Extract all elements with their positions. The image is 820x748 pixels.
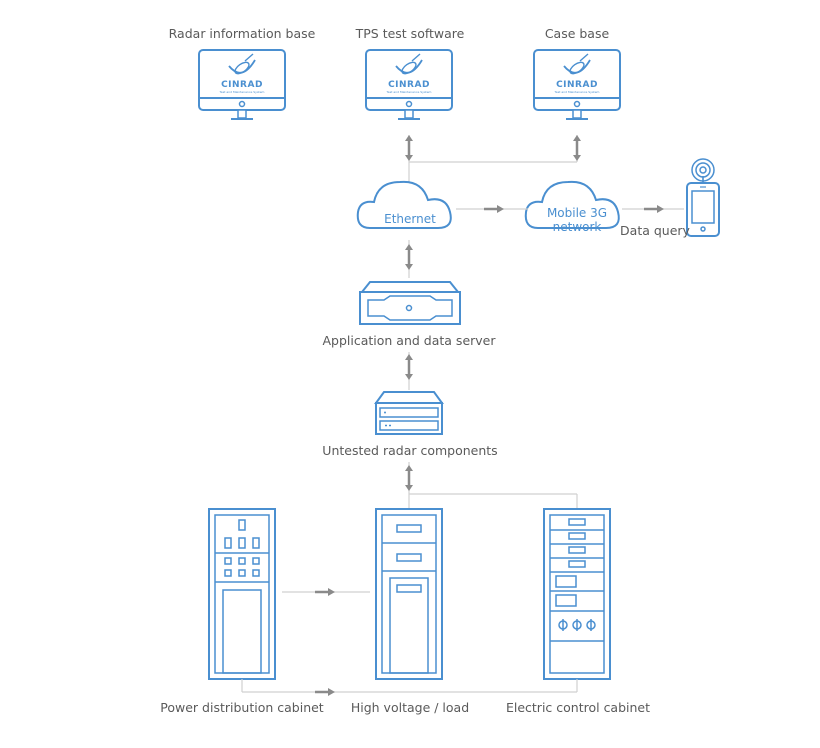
logo-text: CINRAD <box>221 80 263 90</box>
cinrad-logo: CINRAD Test and Maintenance System <box>555 80 600 94</box>
phone-icon <box>686 158 720 237</box>
server-icon <box>359 281 461 325</box>
logo-subtext: Test and Maintenance System <box>386 90 432 94</box>
app-data-server-label: Application and data server <box>322 333 496 348</box>
flow-arrow <box>482 203 506 215</box>
power-cabinet-label: Power distribution cabinet <box>160 700 324 715</box>
bidirectional-arrow <box>403 463 415 493</box>
cinrad-logo: CINRAD Test and Maintenance System <box>220 80 265 94</box>
logo-subtext: Test and Maintenance System <box>554 90 600 94</box>
ethernet-label: Ethernet <box>384 212 436 226</box>
flow-arrow <box>313 686 337 698</box>
flow-arrow <box>642 203 666 215</box>
logo-text: CINRAD <box>388 80 430 90</box>
flow-arrow <box>313 586 337 598</box>
bidirectional-arrow <box>571 133 583 163</box>
data-query-label: Data query <box>620 223 690 238</box>
electric-cabinet-label: Electric control cabinet <box>505 700 651 715</box>
bidirectional-arrow <box>403 133 415 163</box>
radar-info-base-label: Radar information base <box>168 26 316 41</box>
tps-test-software-label: TPS test software <box>355 26 465 41</box>
cinrad-logo: CINRAD Test and Maintenance System <box>387 80 432 94</box>
power-distribution-cabinet-icon <box>208 508 276 680</box>
high-voltage-label: High voltage / load <box>350 700 470 715</box>
bidirectional-arrow <box>403 352 415 382</box>
bidirectional-arrow <box>403 242 415 272</box>
untested-components-label: Untested radar components <box>322 443 498 458</box>
case-base-label: Case base <box>544 26 610 41</box>
electric-control-cabinet-icon <box>543 508 611 680</box>
logo-text: CINRAD <box>556 80 598 90</box>
mobile-3g-label-line1: Mobile 3G <box>546 206 608 220</box>
logo-subtext: Test and Maintenance System <box>219 90 265 94</box>
radar-components-icon <box>374 391 444 435</box>
high-voltage-cabinet-icon <box>375 508 443 680</box>
mobile-3g-label-line2: network <box>552 220 602 234</box>
